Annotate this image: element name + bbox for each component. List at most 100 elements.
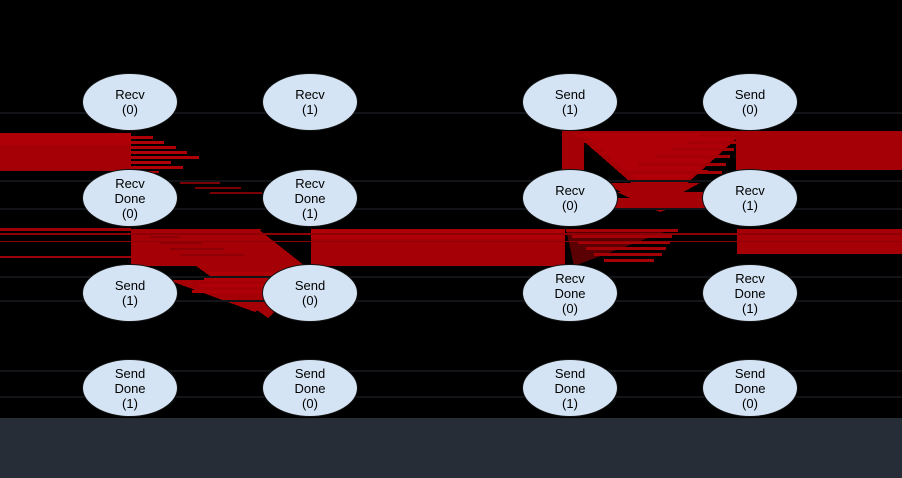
edge-hairline — [0, 233, 902, 235]
edge-group-left-upper — [0, 133, 199, 173]
edge-group-left-upper-cross — [180, 182, 262, 194]
edge-streak — [594, 253, 662, 256]
edge-streak — [180, 182, 220, 184]
edge-group-right-upper — [562, 131, 902, 212]
graph-node-label-line: Recv — [735, 270, 765, 286]
graph-node-label-line: Done — [554, 380, 586, 396]
edge-streak — [638, 163, 726, 166]
scanline — [0, 370, 902, 372]
graph-node-label-line: Recv — [115, 175, 145, 191]
edge-hairline — [0, 169, 131, 171]
graph-node-label-line: (1) — [302, 102, 318, 117]
edge-streak — [195, 187, 241, 189]
graph-node-label-line: (0) — [302, 395, 318, 411]
graph-node-label-line: Recv — [555, 270, 585, 286]
graph-node-recv-0[interactable]: Recv(0) — [82, 73, 178, 131]
edge-streak — [131, 161, 171, 164]
graph-node-label-line: (0) — [122, 205, 138, 221]
graph-node-label-line: Recv — [555, 183, 585, 198]
graph-node-label-line: (1) — [742, 198, 758, 213]
graph-node-label-line: Send — [734, 365, 766, 381]
edge-streak — [160, 242, 202, 244]
edge-streak — [192, 290, 310, 293]
graph-node-label-line: Send — [554, 87, 586, 102]
edge-streak — [131, 136, 153, 139]
edge-streak — [198, 284, 310, 287]
graph-node-label-line: (0) — [742, 395, 758, 411]
edge-streak — [576, 134, 602, 137]
edge-smear-block — [0, 228, 131, 231]
edge-streak — [592, 146, 638, 149]
graph-node-label-line: Send — [554, 365, 586, 381]
scanline — [0, 112, 902, 114]
graph-node-label-line: (1) — [122, 293, 138, 308]
edge-streak — [131, 156, 199, 159]
graph-node-recv-1-r[interactable]: Recv(1) — [702, 169, 798, 227]
graph-node-send-0[interactable]: Send(0) — [262, 264, 358, 322]
graph-node-label-line: Recv — [115, 87, 145, 102]
graph-node-label-line: Send — [734, 87, 766, 102]
graph-node-label-line: (0) — [742, 102, 758, 117]
scanline — [0, 276, 902, 278]
graph-node-label-line: (1) — [562, 102, 578, 117]
edge-hairline — [0, 241, 902, 242]
graph-node-label-line: (0) — [562, 300, 578, 316]
graph-node-label-line: (1) — [562, 395, 578, 411]
edge-streak — [604, 259, 654, 262]
graph-node-label-line: Done — [294, 190, 326, 206]
edge-streak — [204, 278, 308, 281]
scanline-noise — [0, 112, 902, 398]
graph-node-label-line: (1) — [122, 395, 138, 411]
graph-node-label-line: Send — [114, 278, 146, 293]
edge-smear-block — [0, 133, 131, 145]
graph-node-label-line: (0) — [562, 198, 578, 213]
edge-streak — [601, 152, 657, 155]
edge-streak — [150, 236, 180, 238]
graph-node-send-1-top[interactable]: Send(1) — [522, 73, 618, 131]
graph-node-label-line: Recv — [735, 183, 765, 198]
edge-smear-block — [0, 256, 131, 258]
graph-node-label-line: Done — [734, 380, 766, 396]
edge-streak — [180, 254, 244, 256]
scanline — [0, 300, 902, 302]
edge-hairline-group — [0, 233, 902, 242]
edge-smear-block — [612, 198, 724, 208]
edge-smear-block — [562, 131, 584, 170]
scanline — [0, 180, 902, 182]
edge-streak — [170, 248, 224, 250]
graph-node-label-line: (1) — [302, 205, 318, 221]
edge-streak — [700, 134, 740, 137]
graph-node-label-line: Done — [114, 190, 146, 206]
graph-node-label-line: Send — [114, 365, 146, 381]
edge-wedge — [200, 229, 305, 266]
graph-node-label-line: Done — [114, 380, 146, 396]
graph-node-label-line: (0) — [302, 293, 318, 308]
graph-node-label-line: Done — [734, 285, 766, 301]
graph-node-recv-1[interactable]: Recv(1) — [262, 73, 358, 131]
edge-streak — [131, 146, 176, 149]
edge-streak — [131, 151, 187, 154]
edge-streak — [688, 141, 738, 144]
scanline — [0, 208, 902, 210]
edge-streak — [210, 272, 306, 275]
edge-streak — [656, 155, 730, 158]
graph-node-label-line: Done — [554, 285, 586, 301]
footer-bar — [0, 418, 902, 478]
graph-node-label-line: Send — [294, 365, 326, 381]
graph-node-recv-0-r[interactable]: Recv(0) — [522, 169, 618, 227]
edge-streak — [672, 148, 734, 151]
edge-streak — [584, 140, 620, 143]
graph-node-send-1[interactable]: Send(1) — [82, 264, 178, 322]
graph-node-send-0-top[interactable]: Send(0) — [702, 73, 798, 131]
graph-node-label-line: Recv — [295, 87, 325, 102]
